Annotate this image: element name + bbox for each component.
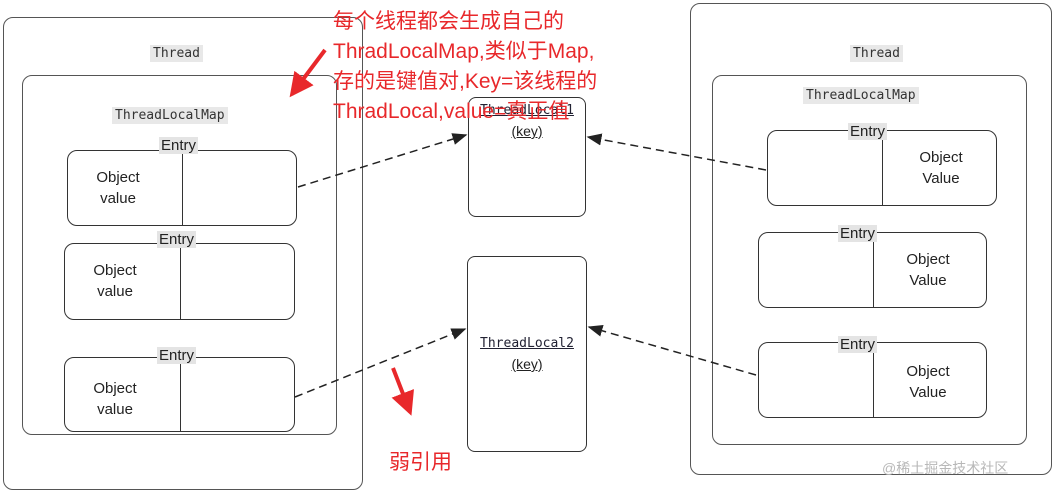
right-entry-3-to-threadlocal2-arrow (587, 324, 757, 376)
annotation-line-3: 存的是键值对,Key=该线程的 (333, 70, 598, 93)
left-threadlocalmap-label: ThreadLocalMap (112, 107, 228, 124)
threadlocal2-key: (key) (511, 356, 543, 372)
right-entry-2-title: Entry (838, 225, 878, 242)
right-thread-label: Thread (850, 45, 903, 62)
right-entry-1-title: Entry (848, 123, 888, 140)
threadlocal1-box (468, 97, 586, 217)
threadlocal1-key: (key) (511, 123, 543, 139)
right-entry-3-title: Entry (838, 336, 878, 353)
left-entry-1-to-threadlocal1-arrow (297, 133, 468, 188)
right-entry-1-to-threadlocal1-arrow (586, 133, 767, 171)
watermark: @稀土掘金技术社区 (882, 460, 1009, 476)
annotation-line-1: 每个线程都会生成自己的 (333, 10, 564, 33)
annotation-line-2: ThradLocalMap,类似于Map, (333, 40, 595, 63)
left-entry-3-to-threadlocal2-arrow (294, 328, 467, 398)
left-entry-1-title: Entry (159, 137, 199, 154)
weak-ref-red-arrow (391, 367, 414, 416)
left-entry-2-title: Entry (157, 231, 197, 248)
threadlocal1-name: ThreadLocal1 (480, 103, 574, 118)
annotation-line-4: ThradLocal,value=真正值 (333, 100, 570, 123)
left-thread-label: Thread (150, 45, 203, 62)
threadlocal2-name: ThreadLocal2 (480, 336, 574, 351)
annotation-text: 每个线程都会生成自己的 ThradLocalMap,类似于Map, 存的是键值对… (333, 7, 597, 127)
right-threadlocalmap-label: ThreadLocalMap (803, 87, 919, 104)
threadlocal2-box (467, 256, 587, 452)
left-entry-3-title: Entry (157, 347, 197, 364)
weak-reference-label: 弱引用 (389, 451, 452, 474)
annotation-red-arrow (289, 48, 327, 98)
